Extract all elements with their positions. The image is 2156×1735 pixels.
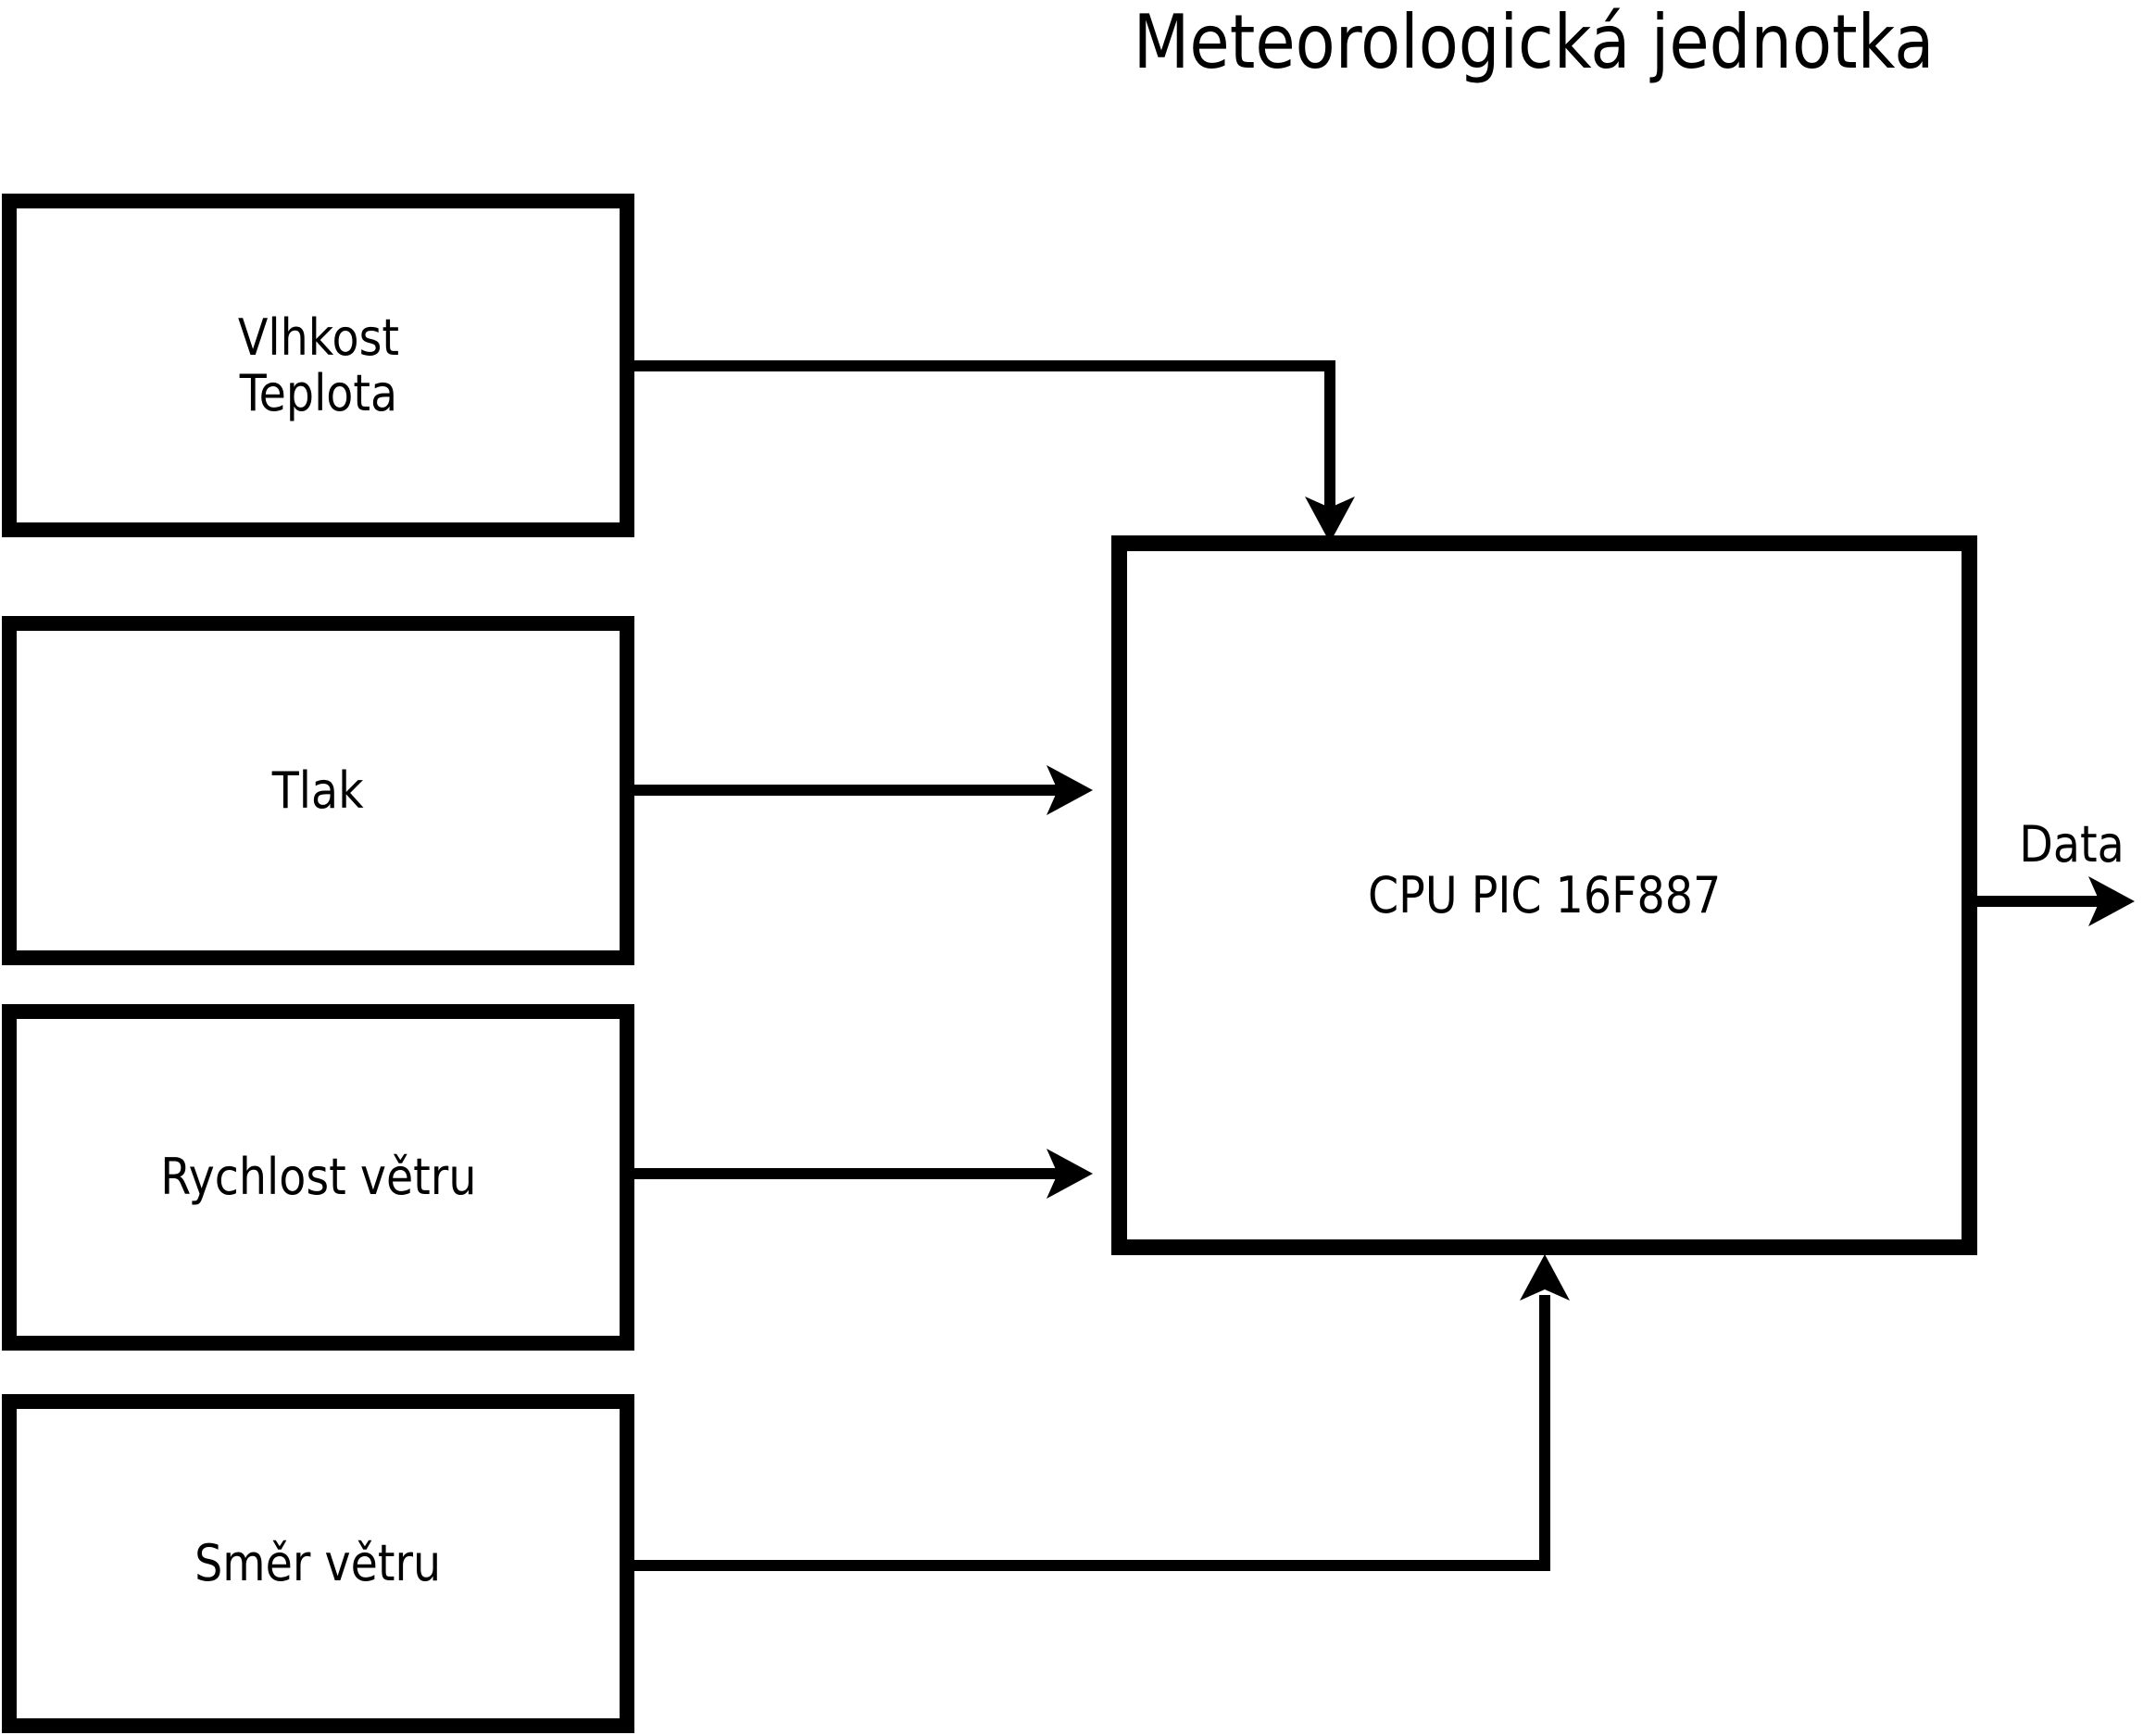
box-pressure-label: Tlak [272,761,364,820]
box-pressure: Tlak [2,616,634,965]
data-output-label-wrap: Data [2012,820,2132,870]
diagram-title: Meteorologická jednotka [1079,6,1989,80]
box-humidity-temperature: Vlhkost Teplota [2,194,634,537]
box-wind-direction-label: Směr větru [194,1534,442,1592]
diagram-title-text: Meteorologická jednotka [1133,0,1935,85]
box-cpu-label: CPU PIC 16F887 [1367,865,1722,924]
arrowhead-right-cpu-to-data-output [2088,876,2135,926]
box-wind-speed: Rychlost větru [2,1004,634,1351]
data-output-label: Data [2019,815,2125,874]
wire-humidity-to-cpu [634,360,1335,509]
temperature-line: Teplota [239,363,397,422]
box-cpu: CPU PIC 16F887 [1111,535,1977,1255]
box-humidity-temperature-label: Vlhkost Teplota [237,308,399,422]
arrowhead-up-winddir-to-cpu [1520,1254,1570,1301]
arrowhead-down-humidity-to-cpu [1305,497,1355,543]
wire-winddir-to-cpu [634,1295,1550,1571]
box-wind-direction: Směr větru [2,1394,634,1733]
arrowhead-right-windspeed-to-cpu [1047,1149,1093,1199]
arrowhead-right-pressure-to-cpu [1047,765,1093,815]
humidity-line: Vlhkost [237,308,399,367]
box-wind-speed-label: Rychlost větru [159,1148,477,1206]
